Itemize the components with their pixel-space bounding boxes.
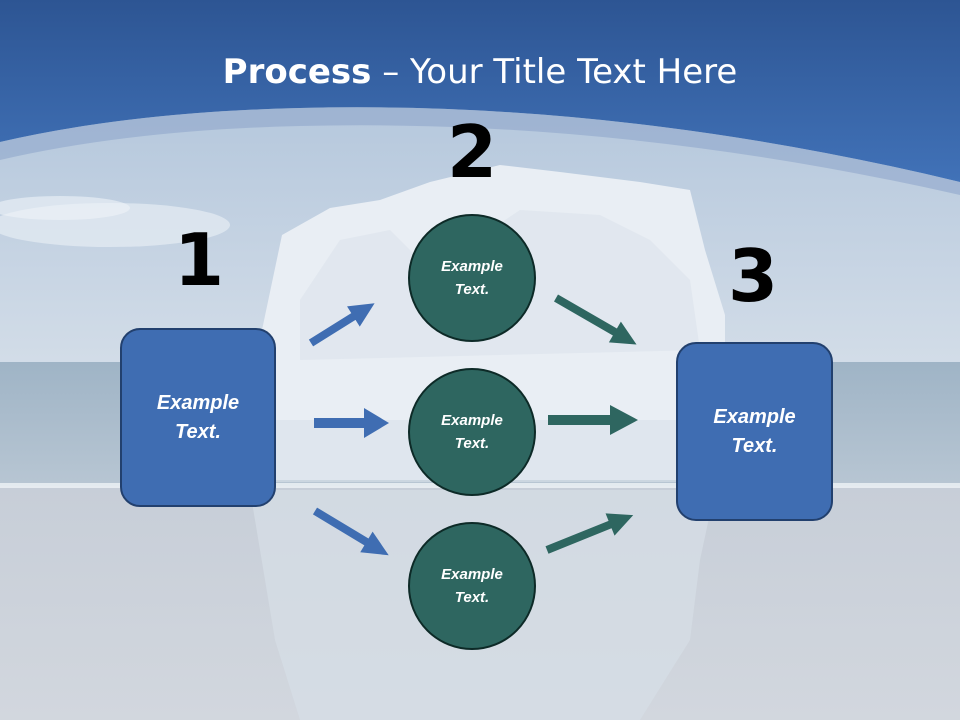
circle-top: Example Text. — [408, 214, 536, 342]
title-bold: Process — [222, 52, 372, 92]
circle-bottom: Example Text. — [408, 522, 536, 650]
step-number-1: 1 — [173, 218, 225, 302]
circle-top-text: Example Text. — [441, 258, 503, 298]
circle-bottom-text: Example Text. — [441, 566, 503, 606]
right-box: Example Text. — [676, 342, 833, 521]
circle-middle: Example Text. — [408, 368, 536, 496]
left-box-text: Example Text. — [156, 391, 240, 443]
title-rest: Your Title Text Here — [410, 52, 738, 92]
left-box: Example Text. — [120, 328, 276, 507]
step-number-2: 2 — [446, 110, 498, 194]
step-number-3: 3 — [727, 234, 779, 318]
title-separator: – — [371, 52, 411, 92]
slide-title: Process – Your Title Text Here — [0, 52, 960, 92]
right-box-text: Example Text. — [713, 405, 796, 457]
circle-middle-text: Example Text. — [441, 412, 503, 452]
